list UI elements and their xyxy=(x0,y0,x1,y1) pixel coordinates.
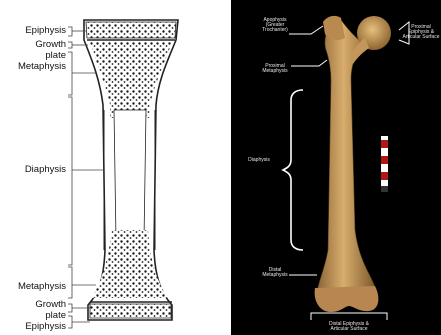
medullary-cavity xyxy=(114,110,146,240)
distal-condyles xyxy=(315,286,379,312)
label-growth-plate-top-line2: plate xyxy=(6,51,66,61)
label-diaphysis-photo: Diaphysis xyxy=(239,158,279,164)
label-proximal-metaphysis-line2: Metaphysis xyxy=(255,69,295,75)
label-epiphysis-top: Epiphysis xyxy=(6,26,66,36)
label-epiphysis-bottom: Epiphysis xyxy=(6,322,66,332)
label-metaphysis-bottom: Metaphysis xyxy=(6,282,66,292)
femur-photo xyxy=(231,0,441,335)
label-growth-plate-bottom-line2: plate xyxy=(6,311,66,321)
label-metaphysis-top: Metaphysis xyxy=(6,62,66,72)
diaphysis-bracket xyxy=(283,90,303,250)
scale-bar xyxy=(381,136,388,192)
femur-shape xyxy=(317,20,377,309)
bottom-epiphysis xyxy=(90,304,171,318)
label-growth-plate-bottom-line1: Growth xyxy=(6,300,66,310)
left-bone-diagram: Epiphysis Growth plate Metaphysis Diaphy… xyxy=(0,0,226,335)
label-distal-epiphysis-line2: Articular Surface xyxy=(319,327,379,333)
label-apophysis-line3: Trochanter) xyxy=(255,28,295,34)
label-proximal-epiphysis-line3: Articular Surface xyxy=(401,35,441,41)
top-epiphysis xyxy=(86,22,176,38)
femur-photo-panel: Apophysis (Greater Trochanter) Proximal … xyxy=(231,0,441,335)
label-growth-plate-top-line1: Growth xyxy=(6,40,66,50)
label-diaphysis: Diaphysis xyxy=(6,165,66,175)
label-distal-metaphysis-line2: Metaphysis xyxy=(255,273,295,279)
